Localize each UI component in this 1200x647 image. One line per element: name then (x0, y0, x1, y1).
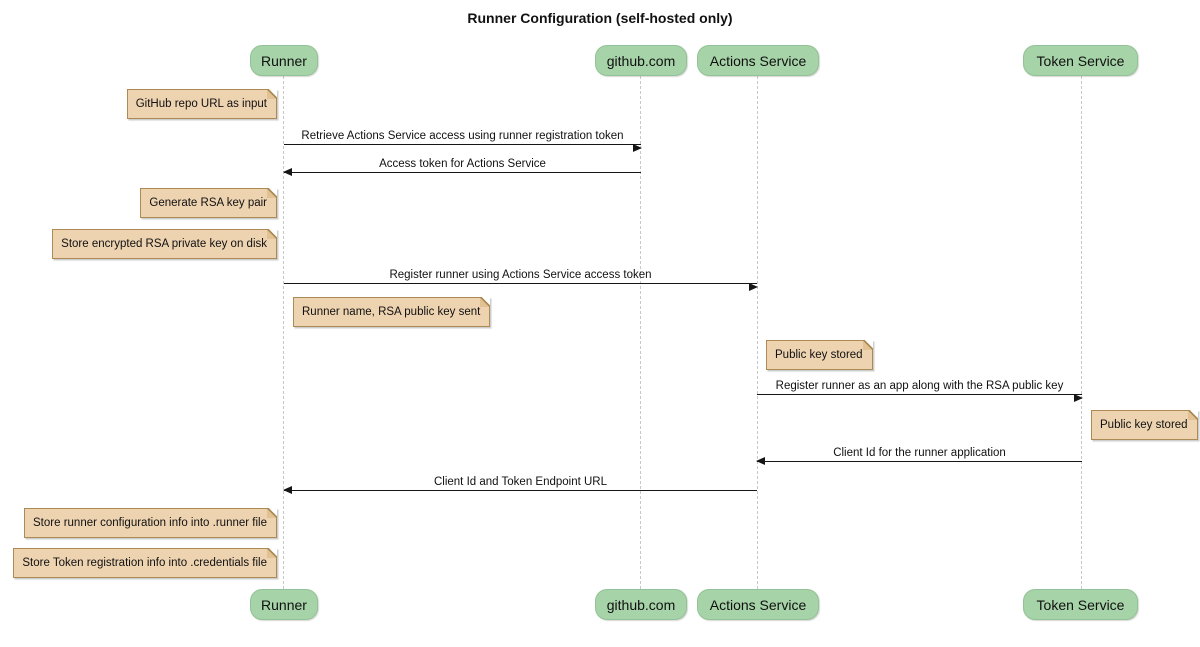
participant-label: Actions Service (709, 596, 807, 613)
participant-github-bottom: github.com (595, 589, 687, 620)
message-line (284, 283, 758, 291)
message-line (284, 144, 642, 152)
participant-github-top: github.com (595, 45, 687, 76)
lifeline-token-service (1081, 76, 1082, 589)
participant-label: Actions Service (709, 52, 807, 69)
message-label: Retrieve Actions Service access using ru… (301, 130, 624, 142)
message-label: Register runner using Actions Service ac… (389, 269, 652, 281)
participant-token-service-top: Token Service (1023, 45, 1138, 76)
note-store-private-key: Store encrypted RSA private key on disk (52, 229, 277, 259)
participant-label: github.com (606, 52, 676, 69)
participant-label: github.com (606, 596, 676, 613)
message-line (757, 394, 1083, 402)
lifeline-actions-service (757, 76, 758, 589)
note-fold-icon (862, 340, 873, 350)
arrowhead-right-icon (749, 283, 758, 291)
note-runner-name-sent: Runner name, RSA public key sent (293, 297, 491, 327)
note-fold-icon (267, 548, 277, 558)
note-generate-rsa: Generate RSA key pair (140, 188, 277, 218)
participant-token-service-bottom: Token Service (1023, 589, 1138, 620)
note-text: Public key stored (775, 349, 863, 361)
arrowhead-right-icon (1074, 394, 1083, 402)
message-retrieve-actions-access: Retrieve Actions Service access using ru… (284, 129, 642, 152)
note-fold-icon (267, 508, 277, 518)
arrowhead-left-icon (283, 168, 292, 176)
message-client-id: Client Id for the runner application (756, 446, 1082, 465)
note-store-credentials-file: Store Token registration info into .cred… (13, 548, 277, 578)
participant-label: Token Service (1036, 52, 1125, 69)
note-public-key-stored-token: Public key stored (1091, 410, 1198, 440)
participant-runner-bottom: Runner (250, 589, 318, 620)
note-public-key-stored-actions: Public key stored (766, 340, 873, 370)
arrowhead-left-icon (756, 457, 765, 465)
lifeline-runner (283, 76, 284, 589)
note-fold-icon (1187, 410, 1198, 420)
participant-actions-service-top: Actions Service (697, 45, 819, 76)
diagram-title: Runner Configuration (self-hosted only) (467, 10, 733, 26)
participant-actions-service-bottom: Actions Service (697, 589, 819, 620)
message-register-runner: Register runner using Actions Service ac… (284, 268, 758, 291)
arrowhead-right-icon (633, 144, 642, 152)
message-register-runner-app: Register runner as an app along with the… (757, 379, 1083, 402)
message-label: Client Id and Token Endpoint URL (433, 476, 608, 488)
message-label: Register runner as an app along with the… (775, 380, 1064, 392)
message-client-id-endpoint: Client Id and Token Endpoint URL (283, 475, 757, 494)
message-line (283, 486, 757, 494)
note-fold-icon (267, 229, 277, 239)
participant-runner-top: Runner (250, 45, 318, 76)
note-github-repo-url: GitHub repo URL as input (126, 89, 277, 119)
note-fold-icon (267, 188, 277, 198)
note-text: Runner name, RSA public key sent (302, 306, 481, 318)
participant-label: Runner (261, 52, 307, 69)
note-text: Generate RSA key pair (149, 197, 267, 209)
note-fold-icon (480, 297, 491, 307)
note-text: Store Token registration info into .cred… (22, 557, 267, 569)
lifeline-github (640, 76, 641, 589)
message-access-token: Access token for Actions Service (283, 157, 641, 176)
note-text: GitHub repo URL as input (135, 98, 267, 110)
message-line (756, 457, 1082, 465)
note-text: Public key stored (1100, 419, 1188, 431)
participant-label: Token Service (1036, 596, 1125, 613)
participant-label: Runner (261, 596, 307, 613)
note-text: Store encrypted RSA private key on disk (61, 238, 267, 250)
note-text: Store runner configuration info into .ru… (33, 517, 267, 529)
message-label: Access token for Actions Service (379, 158, 546, 170)
note-store-runner-file: Store runner configuration info into .ru… (24, 508, 277, 538)
message-label: Client Id for the runner application (833, 447, 1006, 459)
note-fold-icon (267, 89, 277, 99)
arrowhead-left-icon (283, 486, 292, 494)
message-line (283, 168, 641, 176)
